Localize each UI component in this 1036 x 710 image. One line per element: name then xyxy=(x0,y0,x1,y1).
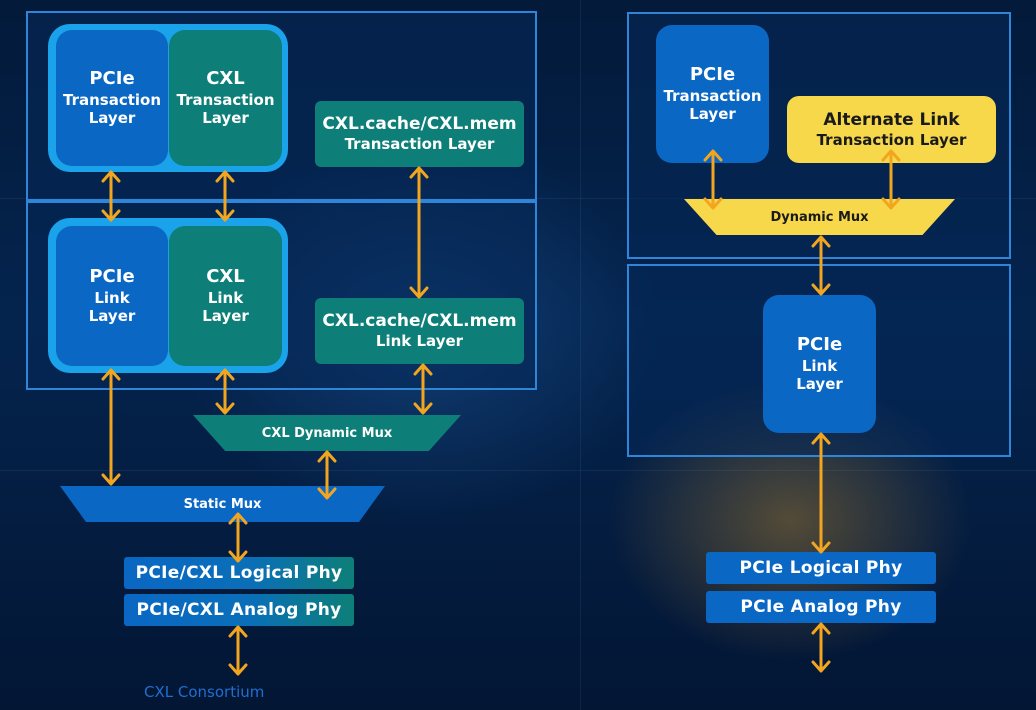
label: Dynamic Mux xyxy=(770,209,869,225)
label: PCIe xyxy=(796,334,843,355)
left-logical-phy: PCIe/CXL Logical Phy xyxy=(124,557,354,589)
dynamic-mux: Dynamic Mux xyxy=(684,199,955,235)
label: Link Layer xyxy=(375,332,464,351)
left-pcie-transaction-layer: PCIe Transaction Layer xyxy=(56,30,168,166)
label: Layer xyxy=(796,375,843,394)
label: PCIe Logical Phy xyxy=(739,558,903,578)
cxl-cache-mem-transaction-layer: CXL.cache/CXL.mem Transaction Layer xyxy=(315,101,524,167)
right-analog-phy: PCIe Analog Phy xyxy=(706,591,936,623)
label: PCIe xyxy=(689,64,736,85)
label: Link xyxy=(801,356,838,375)
label: Layer xyxy=(202,109,249,128)
right-logical-phy: PCIe Logical Phy xyxy=(706,552,936,584)
label: Transaction xyxy=(663,86,762,105)
left-cxl-link-layer: CXL Link Layer xyxy=(169,226,282,366)
label: Transaction xyxy=(176,90,275,109)
label: Layer xyxy=(88,109,136,128)
label: Transaction Layer xyxy=(344,135,495,154)
label: CXL xyxy=(206,68,245,89)
label: PCIe/CXL Analog Phy xyxy=(136,600,342,620)
left-analog-phy: PCIe/CXL Analog Phy xyxy=(124,594,354,626)
right-pcie-transaction-layer: PCIe Transaction Layer xyxy=(656,25,769,163)
alternate-link-transaction-layer: Alternate Link Transaction Layer xyxy=(787,96,996,163)
label: Link xyxy=(94,288,130,307)
label: Alternate Link xyxy=(823,109,960,130)
label: CXL xyxy=(206,266,245,287)
cxl-cache-mem-link-layer: CXL.cache/CXL.mem Link Layer xyxy=(315,298,524,364)
arrow-left-analog-phy-out xyxy=(228,625,248,676)
label: Layer xyxy=(88,307,136,326)
label: PCIe xyxy=(89,266,135,287)
label: Layer xyxy=(689,105,736,124)
label: Layer xyxy=(202,307,249,326)
label: Static Mux xyxy=(183,496,262,512)
label: PCIe/CXL Logical Phy xyxy=(135,563,343,583)
static-mux: Static Mux xyxy=(60,486,385,522)
label: Transaction xyxy=(62,90,162,109)
label: CXL Dynamic Mux xyxy=(261,425,393,441)
cxl-dynamic-mux: CXL Dynamic Mux xyxy=(193,415,461,451)
right-pcie-link-layer: PCIe Link Layer xyxy=(763,295,876,433)
arrow-right-analog-phy-out xyxy=(811,622,831,673)
label: PCIe Analog Phy xyxy=(740,597,902,617)
label: PCIe xyxy=(89,68,135,89)
label: Transaction Layer xyxy=(816,130,967,149)
left-cxl-transaction-layer: CXL Transaction Layer xyxy=(169,30,282,166)
bg-grid-line xyxy=(0,470,1036,471)
label: Link xyxy=(207,288,244,307)
label: CXL.cache/CXL.mem xyxy=(322,311,517,331)
footer-credit: CXL Consortium xyxy=(144,683,265,701)
bg-grid-line xyxy=(580,0,581,710)
label: CXL.cache/CXL.mem xyxy=(322,114,517,134)
left-pcie-link-layer: PCIe Link Layer xyxy=(56,226,168,366)
